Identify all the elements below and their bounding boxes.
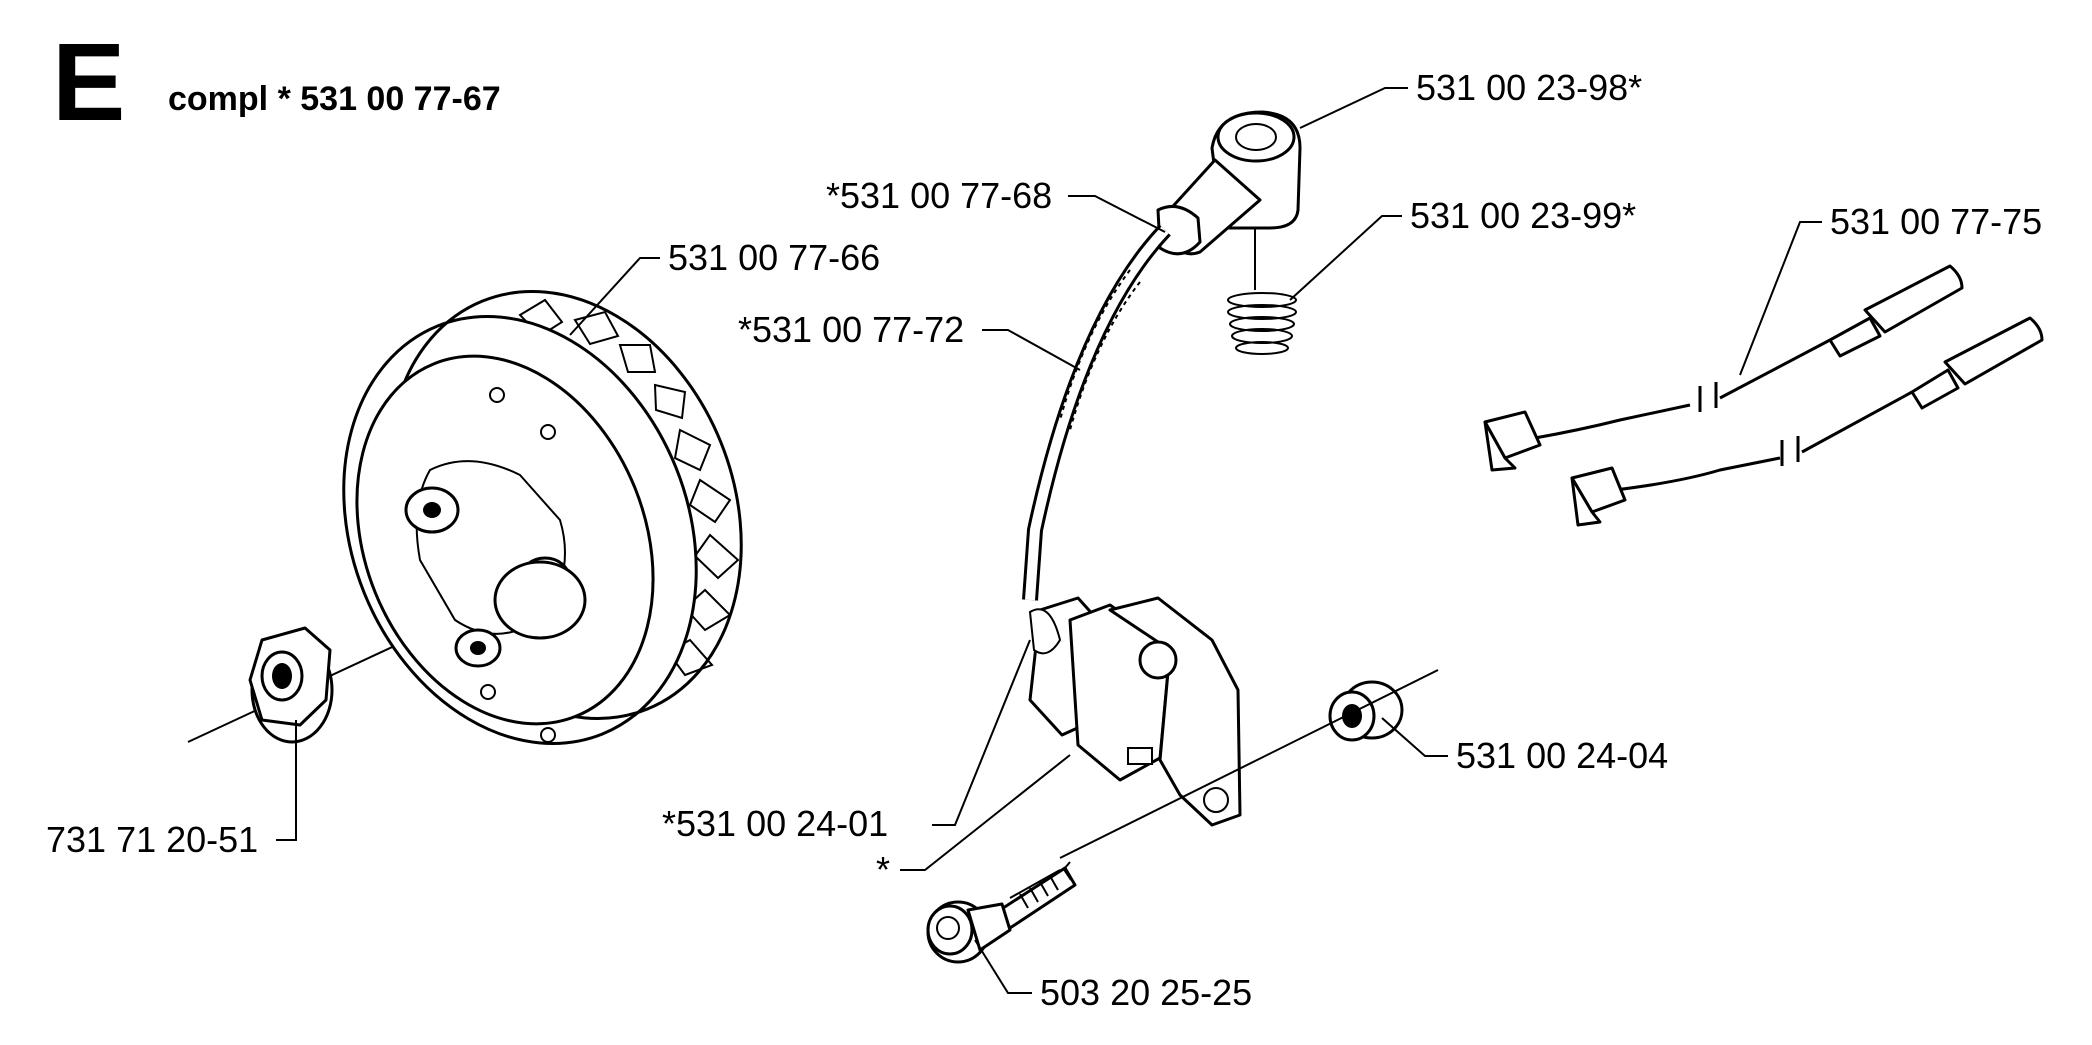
- ignition-lead[interactable]: [1022, 224, 1171, 601]
- callout-flywheel: 531 00 77-66: [668, 237, 880, 278]
- callout-cap-boot: *531 00 77-68: [826, 175, 1052, 216]
- short-circuit-cable[interactable]: [1483, 264, 2044, 527]
- flywheel[interactable]: [187, 238, 803, 797]
- spacer[interactable]: [1328, 680, 1404, 742]
- callout-spacer: 531 00 24-04: [1456, 735, 1668, 776]
- callout-ignition-module: *531 00 24-01: [662, 803, 888, 844]
- callout-spark-plug-cap: 531 00 23-98*: [1416, 67, 1642, 108]
- ignition-module[interactable]: [1028, 596, 1242, 827]
- section-title: compl * 531 00 77-67: [168, 80, 501, 118]
- cap-spring[interactable]: [1227, 228, 1297, 355]
- leader-lines: [276, 87, 1822, 994]
- spark-plug-cap[interactable]: [1156, 110, 1302, 256]
- section-letter: E: [52, 21, 125, 144]
- callout-short-circuit-cable: 531 00 77-75: [1830, 201, 2042, 242]
- callout-cap-spring: 531 00 23-99*: [1410, 195, 1636, 236]
- flywheel-nut[interactable]: [248, 626, 334, 744]
- callout-ignition-lead: *531 00 77-72: [738, 309, 964, 350]
- callout-module-asterisk: *: [876, 849, 890, 890]
- callout-flywheel-nut: 731 71 20-51: [46, 819, 258, 860]
- callout-screw: 503 20 25-25: [1040, 972, 1252, 1013]
- mounting-screw[interactable]: [926, 861, 1077, 964]
